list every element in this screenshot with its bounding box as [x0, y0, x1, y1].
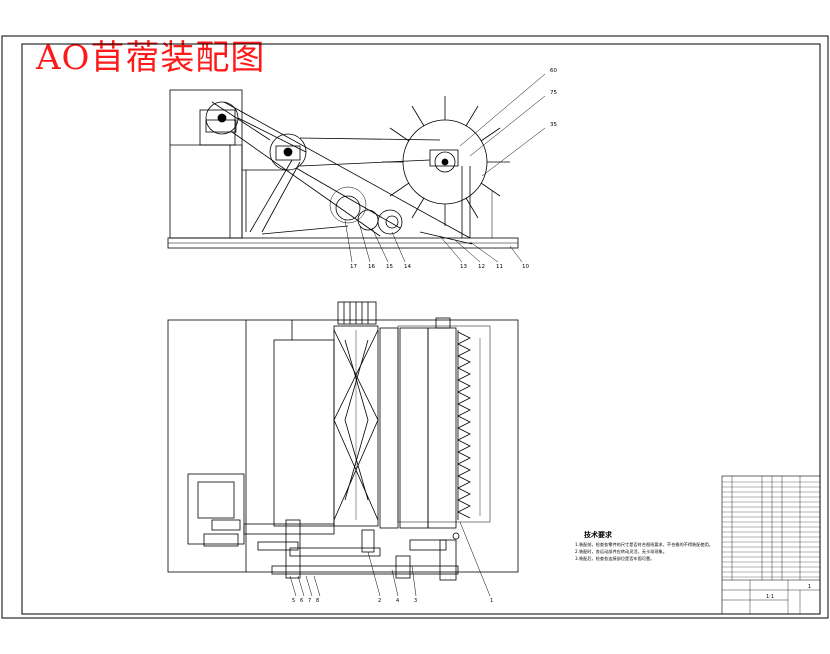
roller-b [357, 209, 379, 231]
callout: 13 [460, 264, 467, 270]
callout: 7 [308, 598, 311, 604]
inner-frame [21, 43, 821, 615]
requirements-title: 技术要求 [584, 530, 613, 539]
sheet-number: 1 [808, 584, 811, 590]
requirement-line: 2.装配时，各运动部件应转动灵活，无卡滞现象。 [575, 548, 667, 555]
roller-c [377, 209, 403, 235]
requirement-line: 1.装配前，检查各零件的尺寸是否符合图纸要求，不合格的不得装配使用。 [575, 541, 713, 548]
callout: 35 [550, 122, 557, 128]
frame-box [169, 89, 243, 239]
callout: 15 [386, 264, 393, 270]
requirement-line: 3.装配后，检查各连接部位是否牢固可靠。 [575, 555, 654, 562]
title-block [721, 475, 821, 615]
callout: 10 [522, 264, 529, 270]
pickup-tines [457, 331, 471, 519]
crusher-roll [333, 325, 379, 527]
top-frame [167, 319, 519, 573]
top-view-callouts: 5 6 7 8 2 4 3 1 [292, 598, 493, 604]
callout: 1 [490, 598, 493, 604]
title-block-text: 1:1 1 [766, 584, 811, 600]
scale-value: 1:1 [766, 594, 774, 600]
technical-requirements: 技术要求 1.装配前，检查各零件的尺寸是否符合图纸要求，不合格的不得装配使用。 … [575, 530, 713, 562]
callout: 11 [496, 264, 503, 270]
outer-frame [1, 35, 829, 619]
callout: 60 [550, 68, 557, 74]
motor-box [187, 473, 245, 545]
left-drum [273, 339, 335, 527]
callout: 14 [404, 264, 411, 270]
front-view-callouts: 60 75 35 17 16 15 14 13 12 11 10 [350, 68, 557, 270]
roller-a [335, 195, 361, 221]
callout: 3 [414, 598, 417, 604]
callout: 75 [550, 90, 557, 96]
callout: 16 [368, 264, 375, 270]
drawing-title: AO苜蓿装配图 [36, 38, 266, 78]
callout: 5 [292, 598, 295, 604]
parts-list-rows [722, 481, 820, 578]
callout: 17 [350, 264, 357, 270]
callout: 12 [478, 264, 485, 270]
front-view [167, 73, 546, 263]
callout: 8 [316, 598, 319, 604]
top-view [167, 301, 519, 597]
callout: 4 [396, 598, 399, 604]
callout: 6 [300, 598, 303, 604]
callout: 2 [378, 598, 381, 604]
